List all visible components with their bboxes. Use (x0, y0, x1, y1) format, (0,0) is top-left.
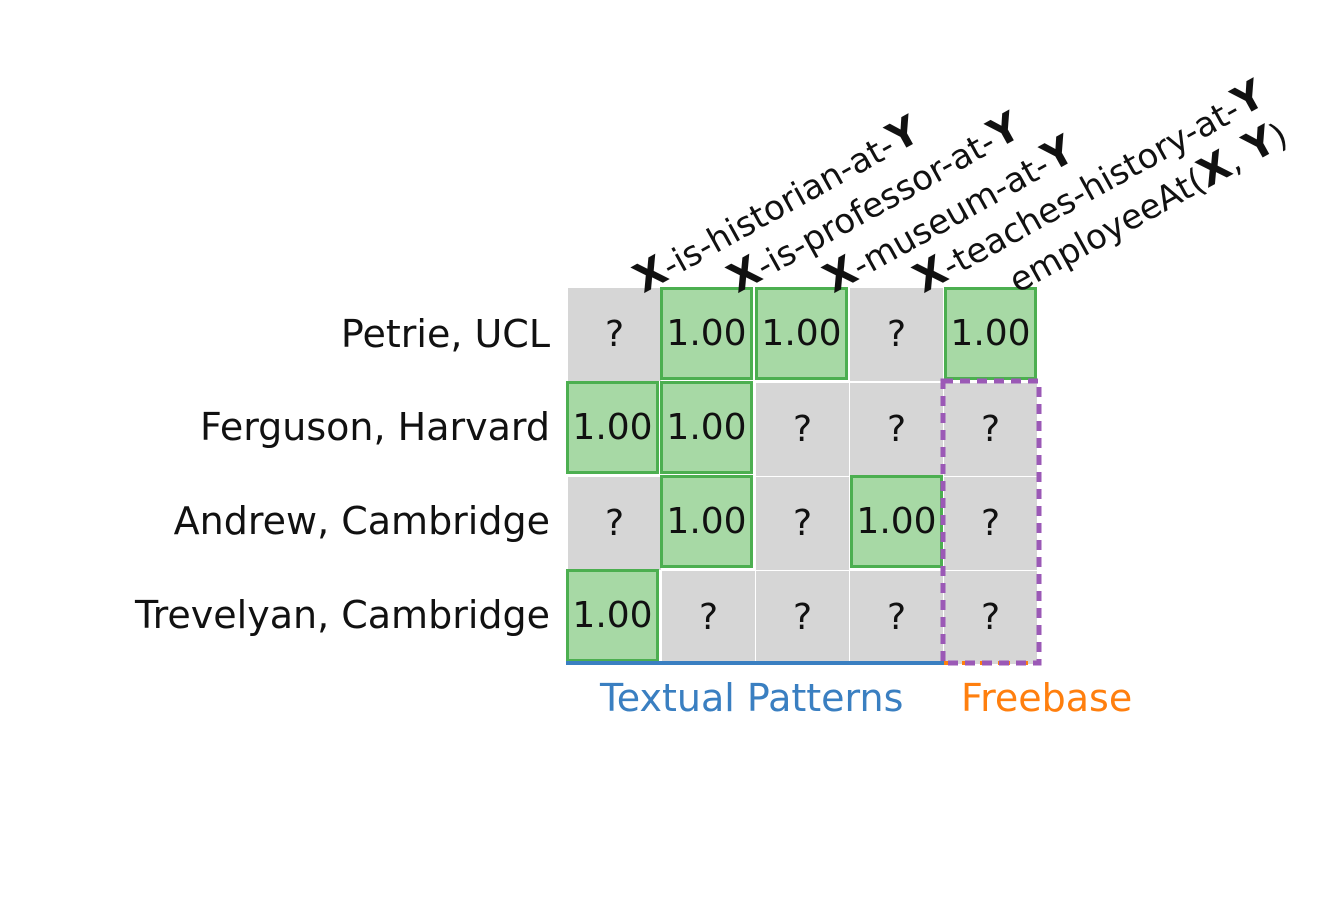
matrix-cell-observed: 1.00 (660, 287, 753, 380)
row-label: Petrie, UCL (340, 312, 550, 356)
matrix-cell: ? (756, 383, 849, 476)
row-label: Trevelyan, Cambridge (135, 593, 550, 637)
matrix-cell-observed: 1.00 (566, 569, 659, 662)
matrix-cell-observed: 1.00 (850, 475, 943, 568)
matrix-cell: ? (662, 571, 755, 664)
matrix-cell: ? (850, 383, 943, 476)
matrix-cell-observed: 1.00 (660, 381, 753, 474)
freebase-label: Freebase (961, 676, 1133, 720)
matrix-cell: ? (944, 571, 1037, 664)
matrix-cell: ? (850, 288, 943, 381)
matrix-cell: ? (756, 571, 849, 664)
matrix-cell: ? (756, 477, 849, 570)
textual-patterns-label: Textual Patterns (600, 676, 904, 720)
matrix-cell-observed: 1.00 (755, 287, 848, 380)
matrix-cell-observed: 1.00 (566, 381, 659, 474)
matrix-cell: ? (944, 383, 1037, 476)
matrix-cell: ? (568, 288, 661, 381)
matrix-cell: ? (850, 571, 943, 664)
row-label: Andrew, Cambridge (173, 499, 550, 543)
matrix-cell: ? (568, 477, 661, 570)
matrix-cell: ? (944, 477, 1037, 570)
matrix-cell-observed: 1.00 (944, 287, 1037, 380)
row-label: Ferguson, Harvard (200, 405, 550, 449)
matrix-cell-observed: 1.00 (660, 475, 753, 568)
